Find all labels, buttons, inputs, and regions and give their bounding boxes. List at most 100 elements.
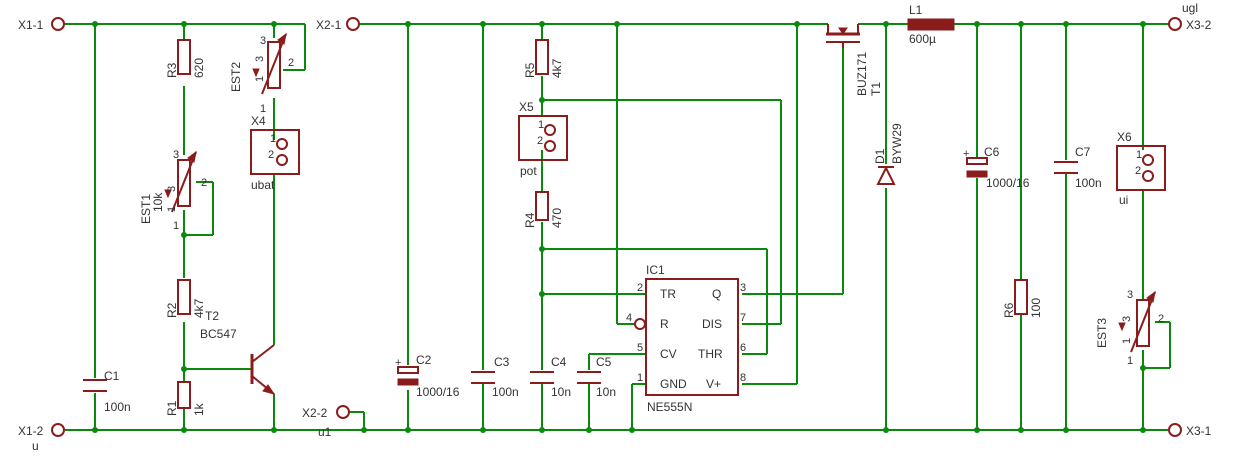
component-name: X4 xyxy=(251,114,266,128)
component-value: BC547 xyxy=(200,327,237,341)
ic-pin-num: 6 xyxy=(740,342,746,354)
component-name: C5 xyxy=(596,355,612,369)
trim-pin-legend: 3 xyxy=(1121,316,1133,322)
component-value: 100 xyxy=(1029,298,1043,318)
component-name: L1 xyxy=(909,3,923,17)
pin-number: 3 xyxy=(173,149,179,161)
pin-number: 2 xyxy=(1158,313,1164,325)
pin-number: 2 xyxy=(537,135,543,147)
component-name: R6 xyxy=(1002,302,1016,318)
pin-number: 1 xyxy=(538,119,544,131)
port-net-label: u xyxy=(32,439,39,453)
trimpot-est2[interactable]: 3 2 1 EST2 1 3 xyxy=(229,32,294,115)
port-x2-1[interactable]: X2-1 xyxy=(316,17,360,32)
capacitor-c1[interactable]: C1 100n xyxy=(83,369,131,414)
resistor-r2[interactable]: R2 4k7 xyxy=(165,279,206,318)
connector-x6[interactable]: 1 2 X6 ui xyxy=(1116,130,1166,207)
capacitor-c7[interactable]: C7 100n xyxy=(1054,145,1102,190)
port-x2-2[interactable]: X2-2 u1 xyxy=(302,405,350,439)
component-value: 1000/16 xyxy=(986,176,1030,190)
junctions xyxy=(92,21,1146,433)
component-value: pot xyxy=(520,164,537,178)
wires xyxy=(65,23,1171,431)
component-name: T2 xyxy=(205,309,219,323)
pin-number: 1 xyxy=(270,133,276,145)
transistor-t2[interactable]: T2 BC547 xyxy=(200,309,276,395)
connector-x5[interactable]: 1 2 X5 pot xyxy=(518,100,568,178)
ic-pin-cv: CV xyxy=(660,347,677,361)
capacitor-c5[interactable]: C5 10n xyxy=(577,355,616,399)
ic-pin-num: 4 xyxy=(626,312,632,324)
capacitor-c6[interactable]: + C6 1000/16 xyxy=(963,145,1030,190)
component-name: R5 xyxy=(523,62,537,78)
inductor-l1[interactable]: L1 600µ xyxy=(907,3,955,46)
component-name: R1 xyxy=(165,400,179,416)
resistor-r4[interactable]: R4 470 xyxy=(523,191,564,228)
component-value: 100n xyxy=(492,385,519,399)
ic-pin-num: 1 xyxy=(637,372,643,384)
component-value: BYW29 xyxy=(890,123,904,164)
component-value: 620 xyxy=(192,58,206,78)
trim-pin-legend: 3 xyxy=(254,56,266,62)
pin-number: 3 xyxy=(260,35,266,47)
pin-number: 1 xyxy=(260,103,266,115)
resistor-r3[interactable]: R3 620 xyxy=(165,39,206,78)
ic-pin-tr: TR xyxy=(660,287,676,301)
trim-pin-legend: 1 xyxy=(254,76,266,82)
component-value: BUZ171 xyxy=(855,52,869,96)
component-name: C2 xyxy=(416,353,432,367)
ic-pin-q: Q xyxy=(712,287,721,301)
component-name: R3 xyxy=(165,62,179,78)
connector-x4[interactable]: 1 2 X4 ubat xyxy=(250,114,300,192)
trimpot-est3[interactable]: 3 2 1 EST3 1 3 xyxy=(1095,289,1164,367)
pin-number: 2 xyxy=(288,57,294,69)
component-name: EST1 xyxy=(139,194,153,224)
trim-pin-legend: 1 xyxy=(1121,338,1133,344)
component-value: 1k xyxy=(192,402,206,416)
pin-number: 2 xyxy=(201,177,207,189)
mosfet-t1[interactable]: BUZ171 T1 xyxy=(826,24,883,96)
component-name: C6 xyxy=(984,145,1000,159)
component-value: 600µ xyxy=(909,32,936,46)
port-x1-2[interactable]: X1-2 u xyxy=(18,423,65,453)
component-value: ui xyxy=(1119,193,1128,207)
port-x1-1[interactable]: X1-1 xyxy=(18,17,65,32)
port-x3-2[interactable]: X3-2 ugl xyxy=(1168,1,1212,32)
component-value: 4k7 xyxy=(550,58,564,78)
port-x3-1[interactable]: X3-1 xyxy=(1168,423,1212,438)
port-label: X3-2 xyxy=(1186,18,1212,32)
component-name: R4 xyxy=(523,212,537,228)
component-name: X5 xyxy=(519,100,534,114)
component-value: ubat xyxy=(251,178,275,192)
component-value: 100n xyxy=(104,400,131,414)
component-value: 470 xyxy=(550,208,564,228)
component-value: 1000/16 xyxy=(416,385,460,399)
trimpot-est1[interactable]: 3 2 1 EST1 10k 1 3 xyxy=(139,149,207,232)
ic-pin-num: 5 xyxy=(637,342,643,354)
component-name: C4 xyxy=(551,355,567,369)
port-label: X2-1 xyxy=(316,18,342,32)
pin-number: 1 xyxy=(1127,355,1133,367)
component-name: EST3 xyxy=(1095,318,1109,348)
port-net-label: ugl xyxy=(1182,1,1198,15)
trim-pin-legend: 1 xyxy=(166,206,178,212)
capacitor-c2[interactable]: + C2 1000/16 xyxy=(395,353,460,399)
pin-number: 2 xyxy=(1135,165,1141,177)
diode-d1[interactable]: D1 BYW29 xyxy=(873,123,904,185)
component-value: 10k xyxy=(151,192,165,212)
component-name: T1 xyxy=(869,82,883,96)
component-name: EST2 xyxy=(229,62,243,92)
capacitor-c4[interactable]: C4 10n xyxy=(530,355,571,399)
ic-pin-thr: THR xyxy=(698,347,723,361)
ic-pin-num: 3 xyxy=(740,282,746,294)
resistor-r6[interactable]: R6 100 xyxy=(1002,279,1043,318)
resistor-r1[interactable]: R1 1k xyxy=(165,381,206,416)
component-name: C7 xyxy=(1075,145,1091,159)
component-name: D1 xyxy=(873,148,887,164)
component-name: X6 xyxy=(1117,130,1132,144)
pin-number: 1 xyxy=(173,220,179,232)
resistor-r5[interactable]: R5 4k7 xyxy=(523,39,564,78)
ic-ne555[interactable]: IC1 NE555N TR R CV GND Q DIS THR V+ 2 4 … xyxy=(626,263,746,414)
capacitor-c3[interactable]: C3 100n xyxy=(471,355,519,399)
